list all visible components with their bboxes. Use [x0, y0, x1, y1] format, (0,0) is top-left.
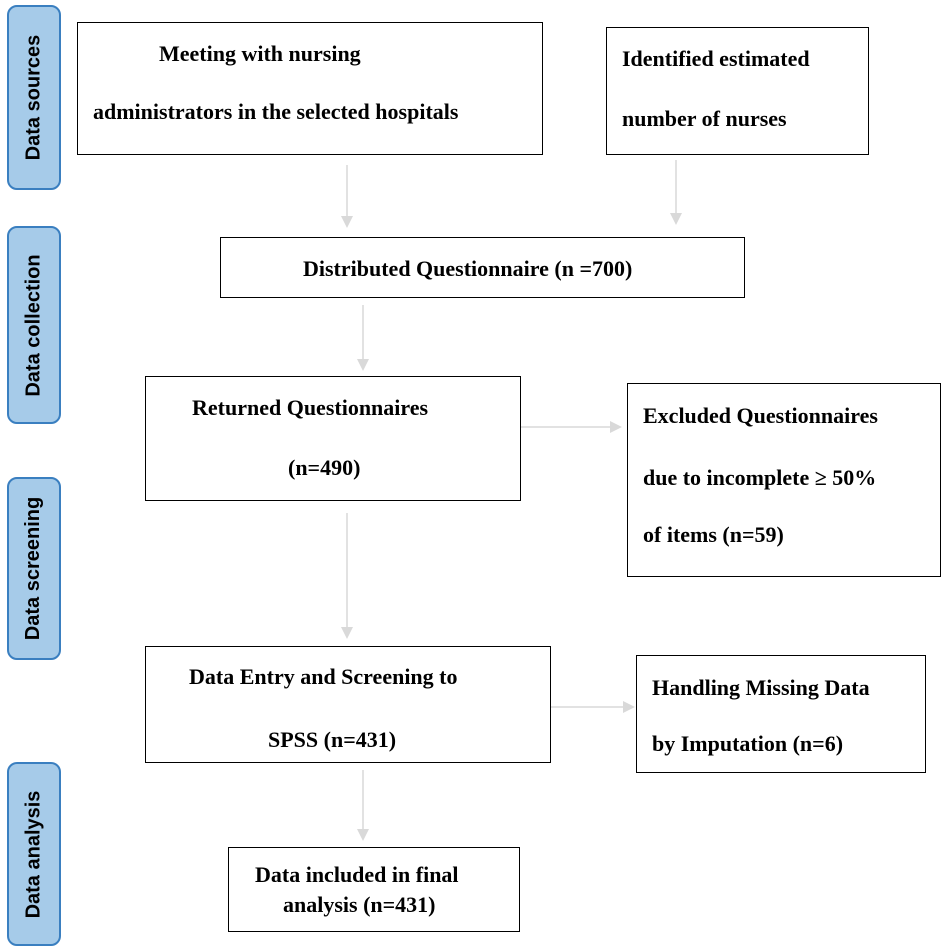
box-text-line: Distributed Questionnaire (n =700) — [303, 256, 633, 281]
box-meeting-administrators: Meeting with nursing administrators in t… — [77, 22, 543, 155]
box-handling-missing-data: Handling Missing Data by Imputation (n=6… — [636, 655, 926, 773]
box-text-line: by Imputation (n=6) — [652, 731, 844, 756]
box-text-line: analysis (n=431) — [283, 892, 436, 917]
box-text-line: number of nurses — [622, 106, 787, 131]
box-text-line: Handling Missing Data — [652, 675, 870, 700]
box-text-line: Data Entry and Screening to — [189, 664, 458, 689]
box-text-line: (n=490) — [288, 455, 361, 480]
box-text-line: Returned Questionnaires — [192, 395, 429, 420]
box-text-line: Excluded Questionnaires — [643, 403, 878, 428]
box-excluded-questionnaires: Excluded Questionnaires due to incomplet… — [627, 383, 941, 577]
box-text-line: Data included in final — [255, 862, 459, 887]
box-text-line: Meeting with nursing — [159, 41, 361, 66]
phase-tab-data-collection: Data collection — [7, 226, 61, 424]
box-text-line: SPSS (n=431) — [268, 727, 397, 752]
phase-tab-data-screening: Data screening — [7, 477, 61, 660]
box-text-line: administrators in the selected hospitals — [93, 99, 459, 124]
box-identified-nurses: Identified estimated number of nurses — [606, 27, 869, 155]
box-data-entry-screening: Data Entry and Screening to SPSS (n=431) — [145, 646, 551, 763]
box-text-line: due to incomplete ≥ 50% — [643, 465, 877, 490]
phase-tab-data-sources: Data sources — [7, 5, 61, 190]
box-text-line: of items (n=59) — [643, 522, 784, 547]
phase-tab-data-analysis: Data analysis — [7, 762, 61, 946]
box-data-included-final: Data included in final analysis (n=431) — [228, 847, 520, 932]
box-distributed-questionnaire: Distributed Questionnaire (n =700) — [220, 237, 745, 298]
box-returned-questionnaires: Returned Questionnaires (n=490) — [145, 376, 521, 501]
box-text-line: Identified estimated — [622, 46, 810, 71]
